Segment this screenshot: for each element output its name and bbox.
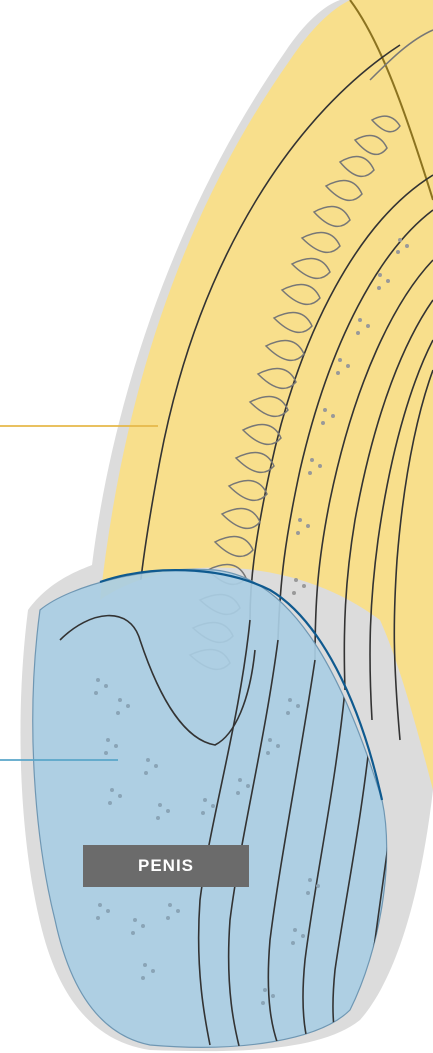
penis-label: PENIS xyxy=(83,845,249,887)
